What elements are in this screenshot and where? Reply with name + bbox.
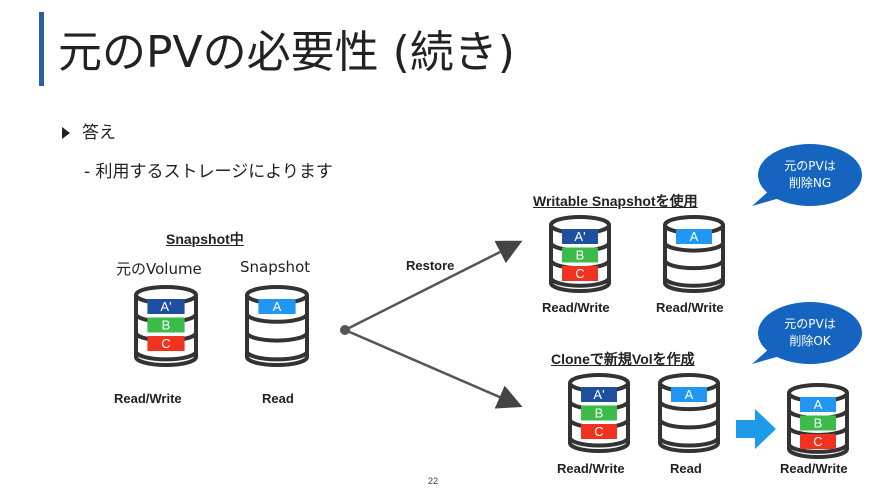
arrow-right-icon — [344, 328, 523, 409]
arrow-right-icon — [736, 409, 776, 449]
page-number: 22 — [428, 476, 439, 486]
title-accent-bar — [39, 12, 44, 86]
data-block-a — [258, 299, 296, 314]
data-block-label: B — [162, 318, 171, 333]
bubble-bottom-line2: 削除OK — [789, 333, 831, 348]
left-heading: Snapshot中 — [166, 231, 244, 247]
data-block-label: A — [814, 397, 823, 412]
sub-bullet-storage: - 利用するストレージによります — [84, 162, 333, 182]
original-volume-label: 元のVolume — [116, 260, 202, 278]
data-block-c — [581, 424, 617, 439]
snapshot-label: Snapshot — [240, 258, 311, 276]
data-block-c — [562, 266, 598, 281]
data-block-c — [147, 336, 185, 351]
restore-label: Restore — [406, 258, 455, 273]
database-cylinder-icon: A — [663, 215, 725, 293]
data-block-a — [671, 387, 707, 402]
data-block-a-prime — [581, 387, 617, 402]
bullet-text: 答え — [82, 123, 116, 143]
snapshot-mode: Read — [262, 391, 294, 406]
slide-title: 元のPVの必要性 (続き) — [58, 27, 515, 78]
clone-first-mode: Read/Write — [557, 461, 625, 476]
clone-second-mode: Read — [670, 461, 702, 476]
data-block-label: B — [814, 416, 823, 431]
data-block-label: A' — [593, 387, 604, 402]
data-block-b — [800, 415, 836, 431]
bubble-bottom-line1: 元のPVは — [784, 317, 835, 331]
database-cylinder-icon: A' BC — [134, 285, 198, 367]
arrow-right-icon — [344, 240, 523, 332]
data-block-c — [800, 434, 836, 449]
database-cylinder-icon: ABC — [787, 383, 849, 459]
data-block-b — [581, 405, 617, 421]
data-block-label: A — [690, 229, 699, 244]
triangle-bullet-icon — [62, 127, 70, 139]
data-block-label: C — [575, 266, 584, 281]
bubble-top-line2: 削除NG — [789, 175, 831, 190]
database-cylinder-icon: A — [658, 373, 720, 453]
data-block-a — [676, 229, 712, 244]
original-volume-mode: Read/Write — [114, 391, 182, 406]
bottom-right-heading: Cloneで新規Volを作成 — [551, 351, 695, 367]
top-right-heading: Writable Snapshotを使用 — [533, 193, 698, 209]
database-cylinder-icon: A — [245, 285, 309, 367]
data-block-b — [147, 317, 185, 333]
data-block-label: A' — [160, 299, 171, 314]
database-cylinder-icon: A' BC — [549, 215, 611, 293]
bullet-answer: 答え — [62, 118, 116, 143]
data-block-a — [800, 397, 836, 412]
database-cylinder-icon: A' BC — [568, 373, 630, 453]
data-block-label: A' — [574, 229, 585, 244]
data-block-label: B — [576, 248, 585, 263]
top-left-db-mode: Read/Write — [542, 300, 610, 315]
data-block-a-prime — [147, 299, 185, 314]
speech-bubble-icon: 元のPVは 削除OK — [752, 302, 862, 364]
data-block-label: C — [594, 424, 603, 439]
data-block-label: B — [595, 406, 604, 421]
data-block-label: A — [685, 387, 694, 402]
data-block-b — [562, 247, 598, 263]
top-right-db-mode: Read/Write — [656, 300, 724, 315]
speech-bubble-icon: 元のPVは 削除NG — [752, 144, 862, 206]
bubble-top-line1: 元のPVは — [784, 159, 835, 173]
data-block-label: C — [161, 336, 170, 351]
data-block-label: A — [273, 299, 282, 314]
data-block-label: C — [813, 434, 822, 449]
data-block-a-prime — [562, 229, 598, 244]
clone-third-mode: Read/Write — [780, 461, 848, 476]
